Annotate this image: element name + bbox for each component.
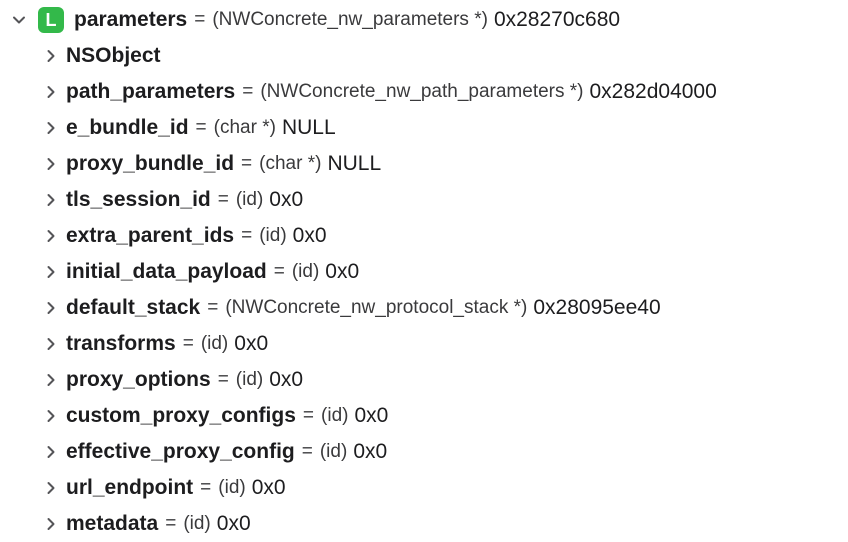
variable-row[interactable]: custom_proxy_configs = (id)0x0 [0, 398, 848, 434]
variable-name: custom_proxy_configs [66, 404, 296, 427]
variable-name: e_bundle_id [66, 116, 189, 139]
variable-name: transforms [66, 332, 176, 355]
equals-sign: = [241, 225, 253, 246]
variable-name: proxy_bundle_id [66, 152, 235, 175]
local-variable-icon: L [38, 7, 64, 33]
variable-value: 0x0 [216, 512, 251, 535]
chevron-right-icon[interactable] [40, 189, 62, 211]
chevron-right-icon[interactable] [40, 45, 62, 67]
variable-name: path_parameters [66, 80, 236, 103]
equals-sign: = [195, 117, 207, 138]
equals-sign: = [165, 513, 177, 534]
equals-sign: = [182, 333, 194, 354]
variable-type: (id) [291, 261, 320, 282]
variable-row[interactable]: effective_proxy_config = (id)0x0 [0, 434, 848, 470]
chevron-right-icon[interactable] [40, 441, 62, 463]
children-list: NSObject path_parameters = (NWConcrete_nw_p… [0, 38, 848, 542]
variable-type: (NWConcrete_nw_protocol_stack *) [225, 297, 528, 318]
variable-type: (id) [321, 405, 349, 426]
equals-sign: = [301, 441, 313, 462]
equals-sign: = [302, 405, 315, 426]
variable-name: tls_session_id [66, 188, 211, 211]
variable-name: default_stack [66, 296, 201, 319]
variable-type: (char *) [213, 117, 276, 138]
variable-value: 0x0 [269, 368, 304, 391]
variable-row[interactable]: metadata = (id)0x0 [0, 506, 848, 542]
variable-type: (id) [235, 189, 264, 210]
variable-value: NULL [327, 152, 382, 175]
variable-name: initial_data_payload [66, 260, 267, 283]
equals-sign: = [273, 261, 285, 282]
variable-value: 0x0 [251, 476, 286, 499]
variable-name: extra_parent_ids [66, 224, 235, 247]
chevron-right-icon[interactable] [40, 297, 62, 319]
variable-value: 0x0 [269, 188, 304, 211]
chevron-right-icon[interactable] [40, 117, 62, 139]
variable-type: (char *) [259, 153, 322, 174]
variable-type: (id) [200, 333, 229, 354]
variable-type: (id) [235, 369, 264, 390]
variable-name: parameters [74, 8, 188, 31]
variable-value: 0x0 [325, 260, 360, 283]
variable-type: (NWConcrete_nw_path_parameters *) [260, 81, 584, 102]
variable-row[interactable]: initial_data_payload = (id)0x0 [0, 254, 848, 290]
variable-value: 0x28095ee40 [533, 296, 661, 319]
variable-value: 0x0 [234, 332, 269, 355]
variable-type: (id) [183, 513, 211, 534]
variable-row[interactable]: path_parameters = (NWConcrete_nw_path_para… [0, 74, 848, 110]
chevron-right-icon[interactable] [40, 225, 62, 247]
equals-sign: = [241, 153, 253, 174]
equals-sign: = [194, 9, 206, 30]
variable-row[interactable]: tls_session_id = (id)0x0 [0, 182, 848, 218]
variable-name: NSObject [66, 44, 161, 67]
variable-row[interactable]: extra_parent_ids = (id)0x0 [0, 218, 848, 254]
variable-value: 0x0 [292, 224, 327, 247]
equals-sign: = [217, 189, 229, 210]
variable-value: 0x282d04000 [589, 80, 717, 103]
chevron-right-icon[interactable] [40, 153, 62, 175]
variable-name: effective_proxy_config [66, 440, 295, 463]
variable-value: NULL [281, 116, 336, 139]
variable-row-parameters[interactable]: L parameters = (NWConcrete_nw_parameters… [0, 2, 848, 38]
variable-type: (id) [218, 477, 246, 498]
chevron-right-icon[interactable] [40, 261, 62, 283]
variable-name: url_endpoint [66, 476, 194, 499]
variable-row[interactable]: proxy_options = (id)0x0 [0, 362, 848, 398]
variable-row[interactable]: default_stack = (NWConcrete_nw_protocol_st… [0, 290, 848, 326]
variable-row[interactable]: proxy_bundle_id = (char *)NULL [0, 146, 848, 182]
chevron-right-icon[interactable] [40, 333, 62, 355]
variable-row[interactable]: NSObject [0, 38, 848, 74]
chevron-down-icon[interactable] [8, 9, 30, 31]
variable-name: metadata [66, 512, 159, 535]
chevron-right-icon[interactable] [40, 405, 62, 427]
equals-sign: = [217, 369, 229, 390]
variable-row[interactable]: url_endpoint = (id)0x0 [0, 470, 848, 506]
chevron-right-icon[interactable] [40, 513, 62, 535]
equals-sign: = [200, 477, 212, 498]
chevron-right-icon[interactable] [40, 81, 62, 103]
variable-value: 0x0 [353, 440, 388, 463]
variable-row[interactable]: e_bundle_id = (char *)NULL [0, 110, 848, 146]
variable-name: proxy_options [66, 368, 211, 391]
equals-sign: = [207, 297, 219, 318]
equals-sign: = [242, 81, 254, 102]
variable-type: (NWConcrete_nw_parameters *) [212, 9, 488, 30]
variable-type: (id) [319, 441, 348, 462]
variable-value: 0x0 [354, 404, 389, 427]
chevron-right-icon[interactable] [40, 477, 62, 499]
variable-row[interactable]: transforms = (id)0x0 [0, 326, 848, 362]
variable-value: 0x28270c680 [493, 8, 621, 31]
chevron-right-icon[interactable] [40, 369, 62, 391]
variable-type: (id) [259, 225, 287, 246]
